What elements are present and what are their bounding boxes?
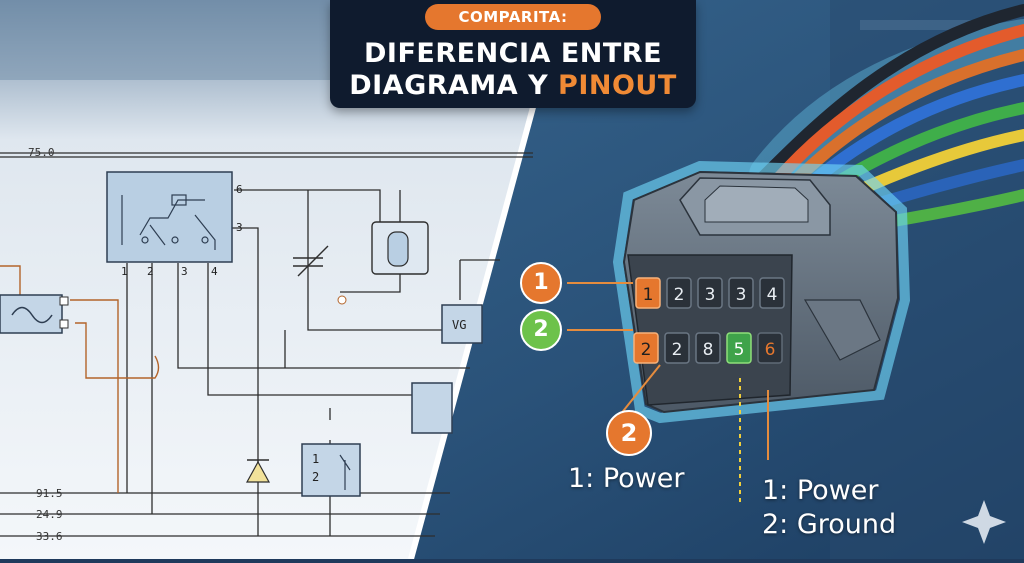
callout-leaders	[567, 282, 769, 460]
pin-number: 6	[765, 340, 776, 360]
pin-cell	[726, 332, 752, 364]
pin-cell	[635, 277, 661, 309]
caption-left: 1: Power	[568, 463, 685, 494]
coil	[387, 231, 409, 267]
relay-pin-label: 2	[147, 265, 154, 278]
callout-2-circle	[520, 309, 562, 351]
pin-cell	[664, 332, 690, 364]
switch-symbol	[339, 454, 351, 490]
sparkle-icon	[962, 500, 1006, 544]
relay-side-pin-label: 3	[236, 221, 243, 234]
pin-cell	[697, 277, 723, 309]
latch-top	[704, 185, 809, 223]
wire-value: 33.6	[36, 530, 63, 543]
schematic-orange-wires	[0, 265, 160, 493]
relay-pin-label: 1	[121, 265, 128, 278]
callout-bottom: 2	[620, 419, 638, 447]
pin-number: 2	[641, 340, 652, 360]
callout-1-circle	[520, 262, 562, 304]
pin-number: 1	[643, 285, 654, 305]
pin-cell	[728, 277, 754, 309]
module-box	[411, 382, 453, 434]
vg-component	[441, 304, 483, 344]
wire-value: 75.0	[28, 146, 55, 159]
relay-pin-label: 3	[181, 265, 188, 278]
shelf-bar	[860, 20, 980, 30]
pin-cell	[666, 277, 692, 309]
relay-internals	[121, 194, 216, 250]
pin-number: 2	[674, 285, 685, 305]
wire-value: 24.9	[36, 508, 63, 521]
connector-glow	[612, 160, 911, 424]
switch-label: 1 2	[312, 452, 320, 484]
relay-box	[106, 171, 233, 263]
diode	[245, 460, 271, 483]
caption-right-line-2: 2: Ground	[762, 509, 897, 540]
title-line-2-highlight: PINOUT	[558, 70, 677, 101]
pin-cell	[759, 277, 785, 309]
pin-number: 3	[736, 285, 747, 305]
vg-label: VG	[452, 318, 467, 332]
pin-cell	[633, 332, 659, 364]
pin-number: 3	[705, 285, 716, 305]
switch-box	[301, 443, 361, 497]
pin-number: 2	[672, 340, 683, 360]
title-line-2-prefix: DIAGRAMA Y	[349, 70, 549, 101]
relay-side-pin-label: 6	[236, 183, 243, 196]
wire-value: 91.5	[36, 487, 63, 500]
pin-cell	[695, 332, 721, 364]
pin-number: 4	[767, 285, 778, 305]
side-tab	[803, 299, 881, 361]
title-line-1: DIFERENCIA ENTRE	[363, 38, 663, 69]
pin-number: 8	[703, 340, 714, 360]
relay-pin-label: 4	[211, 265, 218, 278]
title-line-2: DIAGRAMA Y PINOUT	[330, 70, 696, 102]
callout-2: 2	[533, 317, 549, 342]
callout-1: 1	[533, 270, 549, 295]
variable-capacitor	[293, 245, 329, 277]
caption-right-line-1: 1: Power	[762, 475, 879, 506]
schematic-wires	[0, 152, 533, 537]
badge: COMPARITA:	[425, 4, 601, 30]
terminal	[59, 296, 69, 306]
sine-symbol	[11, 306, 53, 324]
terminal	[59, 319, 69, 329]
pin-number: 5	[734, 340, 745, 360]
terminal-dot	[337, 295, 347, 305]
pin-cell	[757, 332, 783, 364]
callout-bottom-circle	[606, 410, 652, 456]
